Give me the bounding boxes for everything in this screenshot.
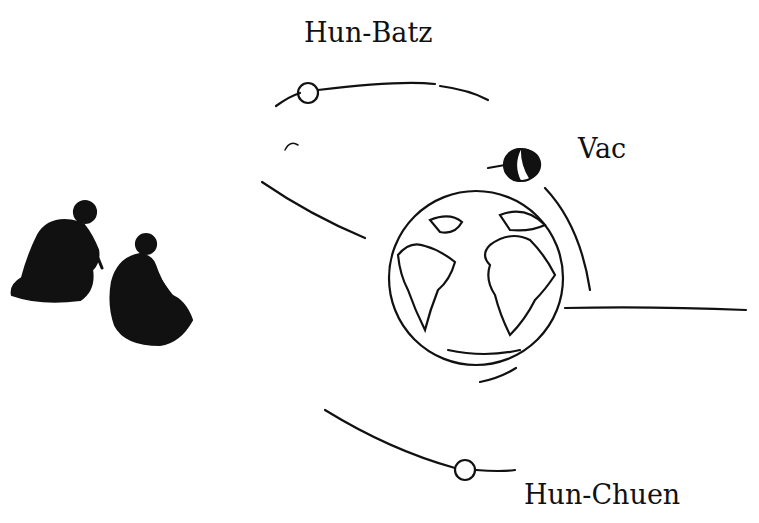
orbit-line	[488, 165, 505, 168]
moon-shadow	[522, 150, 540, 178]
body-label: Hun-Chuen	[524, 480, 680, 510]
earth-symbol	[389, 191, 563, 365]
orbit-line	[440, 86, 488, 100]
orbit-line	[476, 470, 515, 471]
continent	[485, 236, 555, 335]
orbit-line	[325, 410, 455, 468]
planet-symbol	[455, 460, 475, 480]
continent	[500, 212, 545, 231]
orbit-line	[545, 188, 590, 290]
seated-figures	[12, 201, 192, 345]
orbit-line	[448, 350, 520, 354]
orbit-line	[565, 307, 746, 310]
moon-shadow	[504, 149, 520, 181]
continent	[430, 216, 462, 232]
body-label: Hun-Batz	[304, 18, 432, 48]
orbit-line	[276, 93, 300, 106]
orbit-line	[262, 182, 365, 238]
body-label: Vac	[578, 134, 626, 164]
planet-symbol	[298, 83, 318, 103]
orbit-line	[480, 368, 516, 382]
orbit-line	[318, 83, 435, 90]
orbit-line	[285, 143, 298, 150]
continent	[398, 244, 455, 330]
